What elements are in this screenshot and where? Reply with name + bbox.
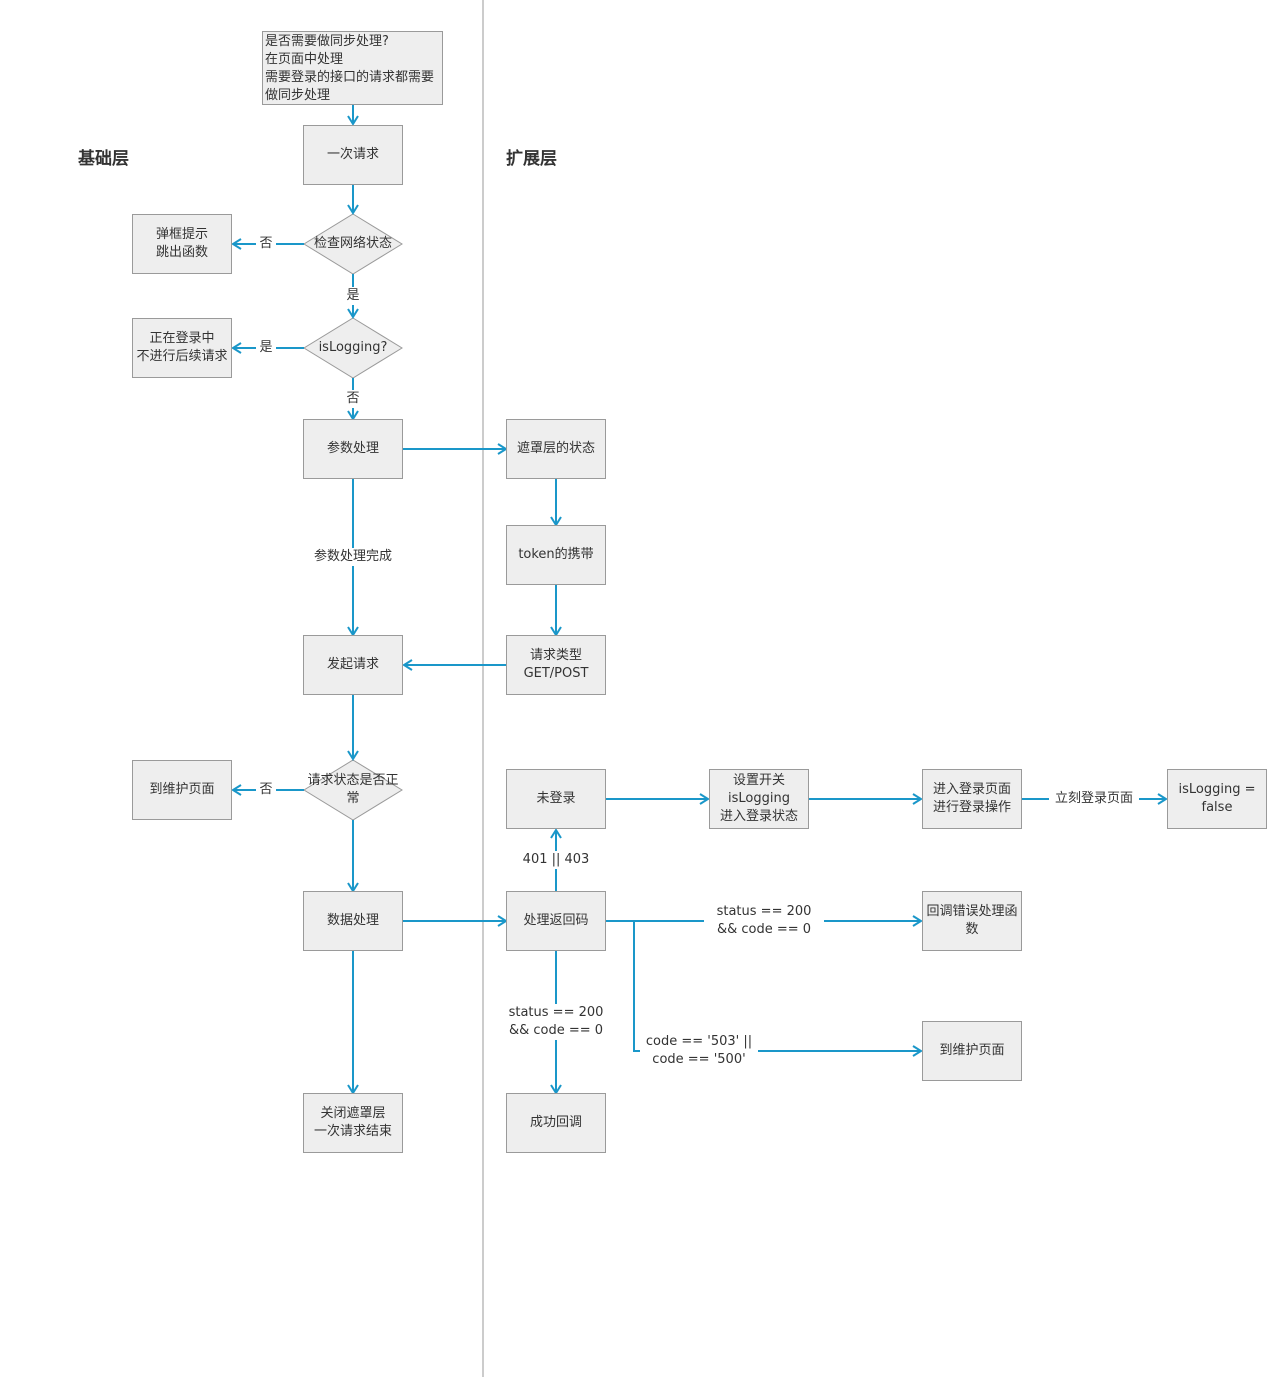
edge-label-params-done: 参数处理完成 [305,548,401,566]
sync-note: 是否需要做同步处理? 在页面中处理 需要登录的接口的请求都需要 做同步处理 [262,31,443,105]
edge-label-401-403: 401 || 403 [521,851,591,869]
edge-label-network-no: 否 [256,235,276,253]
node-data-processing: 数据处理 [303,891,403,951]
edge-label-503-500: code == '503' || code == '500' [640,1033,758,1069]
node-set-switch: 设置开关 isLogging 进入登录状态 [709,769,809,829]
node-not-logged-in: 未登录 [506,769,606,829]
edge-label-login-now: 立刻登录页面 [1049,790,1139,808]
node-request-status-ok: 请求状态是否正 常 [307,773,399,806]
node-check-network: 检查网络状态 [313,236,392,251]
edge-label-network-yes: 是 [343,287,363,305]
node-is-logging: isLogging? [318,340,388,355]
edge-label-logging-yes: 是 [256,339,276,357]
node-enter-login-page: 进入登录页面 进行登录操作 [922,769,1022,829]
node-success-callback: 成功回调 [506,1093,606,1153]
edge-label-status-no: 否 [256,781,276,799]
node-islogging-false: isLogging = false [1167,769,1267,829]
node-request-type: 请求类型 GET/POST [506,635,606,695]
edge-label-logging-no: 否 [343,390,363,408]
node-token-carry: token的携带 [506,525,606,585]
node-mask-state: 遮罩层的状态 [506,419,606,479]
node-error-callback: 回调错误处理函 数 [922,891,1022,951]
node-param-processing: 参数处理 [303,419,403,479]
node-close-mask: 关闭遮罩层 一次请求结束 [303,1093,403,1153]
node-handle-return-code: 处理返回码 [506,891,606,951]
node-popup-exit: 弹框提示 跳出函数 [132,214,232,274]
node-one-request: 一次请求 [303,125,403,185]
edge-label-status-ok-down: status == 200 && code == 0 [500,1004,612,1040]
node-maintenance-page-b: 到维护页面 [922,1021,1022,1081]
lane-title-base: 基础层 [78,149,129,169]
node-send-request: 发起请求 [303,635,403,695]
edge-label-status-ok-right: status == 200 && code == 0 [704,903,824,939]
arrow-returncode-to-maintenance-b [633,921,923,1057]
lane-title-ext: 扩展层 [506,149,557,169]
node-maintenance-page-a: 到维护页面 [132,760,232,820]
node-logging-in-progress: 正在登录中 不进行后续请求 [132,318,232,378]
